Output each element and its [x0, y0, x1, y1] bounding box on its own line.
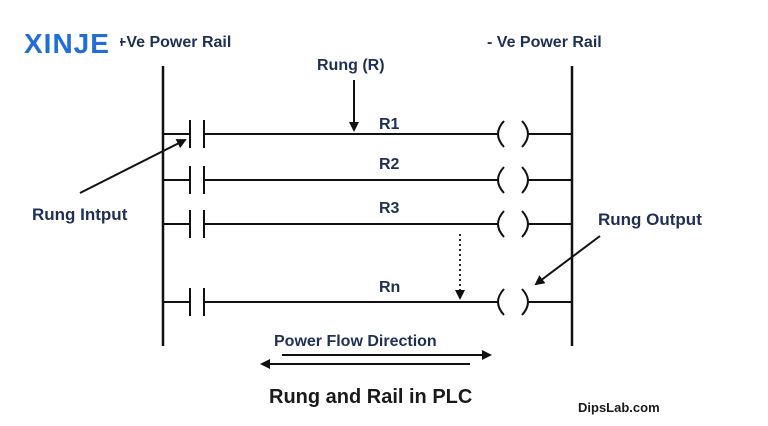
- rung-input-label: Rung Intput: [32, 205, 128, 224]
- rung-1: [163, 120, 572, 148]
- negative-rail-label: - Ve Power Rail: [487, 34, 602, 51]
- coil-right-arc: [521, 210, 529, 238]
- rung-label-r3: R3: [379, 200, 400, 217]
- coil-left-arc: [497, 210, 505, 238]
- rung-output-arrow: [534, 235, 601, 286]
- coil-left-arc: [497, 166, 505, 194]
- rung-input-arrow: [79, 139, 187, 194]
- coil-left-arc: [497, 288, 505, 316]
- diagram-title: Rung and Rail in PLC: [269, 386, 472, 408]
- rung-label-r1: R1: [379, 116, 400, 133]
- xinje-logo: XINJE: [24, 28, 110, 59]
- coil-right-arc: [521, 120, 529, 148]
- rung-2: [163, 166, 572, 194]
- positive-rail-label: +Ve Power Rail: [117, 34, 231, 51]
- logo-backdrop: [24, 24, 120, 58]
- credit-text: DipsLab.com: [578, 400, 660, 415]
- rung-label: Rung (R): [317, 57, 385, 74]
- coil-right-arc: [521, 288, 529, 316]
- coil-left-arc: [497, 120, 505, 148]
- rung-n: [163, 288, 572, 316]
- power-flow-label: Power Flow Direction: [274, 333, 437, 350]
- rung-output-label: Rung Output: [598, 210, 702, 229]
- coil-right-arc: [521, 166, 529, 194]
- rung-3: [163, 210, 572, 238]
- rung-label-r2: R2: [379, 156, 400, 173]
- rung-label-rn: Rn: [379, 279, 400, 296]
